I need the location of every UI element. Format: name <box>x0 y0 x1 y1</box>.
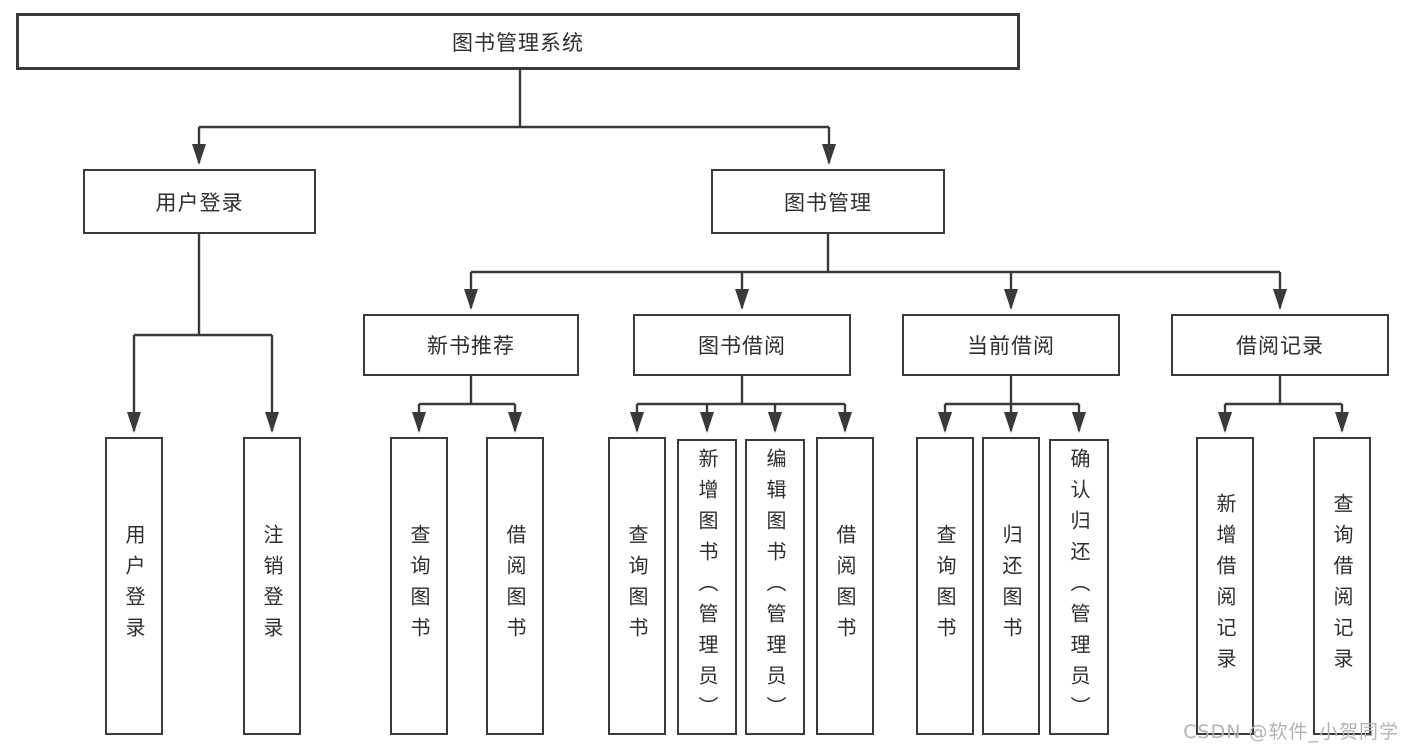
leaf-confirm-return-admin: 确认归还（管理员） <box>1049 439 1109 735</box>
node-label: 用户登录 <box>122 524 146 648</box>
leaf-logout: 注销登录 <box>243 437 301 735</box>
node-label: 图书管理 <box>784 190 872 215</box>
edges-user-login <box>127 234 279 433</box>
edges-book-management <box>464 234 1287 310</box>
edges-root <box>192 70 836 165</box>
node-book-management: 图书管理 <box>711 169 945 234</box>
node-label: 借阅图书 <box>503 524 527 648</box>
node-label: 图书管理系统 <box>452 30 584 55</box>
node-label: 图书借阅 <box>698 334 786 358</box>
node-label: 查询图书 <box>407 524 431 648</box>
node-label: 查询借阅记录 <box>1330 493 1354 679</box>
leaf-add-book-admin: 新增图书（管理员） <box>677 439 737 735</box>
leaf-borrow-books-2: 借阅图书 <box>816 437 874 735</box>
node-label: 注销登录 <box>260 524 284 648</box>
node-label: 新书推荐 <box>427 334 515 358</box>
node-current-borrowing: 当前借阅 <box>902 314 1120 376</box>
leaf-return-book: 归还图书 <box>982 437 1040 735</box>
node-label: 借阅图书 <box>833 524 857 648</box>
node-label: 编辑图书（管理员） <box>763 447 787 727</box>
node-label: 查询图书 <box>625 524 649 648</box>
leaf-borrow-books-1: 借阅图书 <box>486 437 544 735</box>
leaf-query-borrow-record: 查询借阅记录 <box>1313 437 1371 735</box>
leaf-add-borrow-record: 新增借阅记录 <box>1196 437 1254 735</box>
node-borrow-records: 借阅记录 <box>1171 314 1389 376</box>
node-new-book-recommend: 新书推荐 <box>363 314 579 376</box>
leaf-query-books-3: 查询图书 <box>916 437 974 735</box>
node-label: 新增图书（管理员） <box>695 447 719 727</box>
node-label: 借阅记录 <box>1236 334 1324 358</box>
leaf-query-books-2: 查询图书 <box>608 437 666 735</box>
edges-book-borrowing <box>630 376 852 433</box>
csdn-watermark: CSDN @软件_小贺同学 <box>1183 721 1399 743</box>
edges-borrow-records <box>1218 376 1349 433</box>
node-user-login: 用户登录 <box>83 169 316 234</box>
node-label: 当前借阅 <box>967 334 1055 358</box>
node-label: 用户登录 <box>155 190 244 215</box>
node-label: 查询图书 <box>933 524 957 648</box>
edges-current-borrowing <box>938 376 1086 433</box>
leaf-user-login: 用户登录 <box>105 437 163 735</box>
node-label: 归还图书 <box>999 524 1023 648</box>
node-label: 新增借阅记录 <box>1213 493 1237 679</box>
edges-new-book-recommend <box>412 376 522 433</box>
node-root: 图书管理系统 <box>16 13 1020 70</box>
leaf-query-books-1: 查询图书 <box>390 437 448 735</box>
node-label: 确认归还（管理员） <box>1067 447 1091 727</box>
leaf-edit-book-admin: 编辑图书（管理员） <box>745 439 805 735</box>
node-book-borrowing: 图书借阅 <box>633 314 851 376</box>
